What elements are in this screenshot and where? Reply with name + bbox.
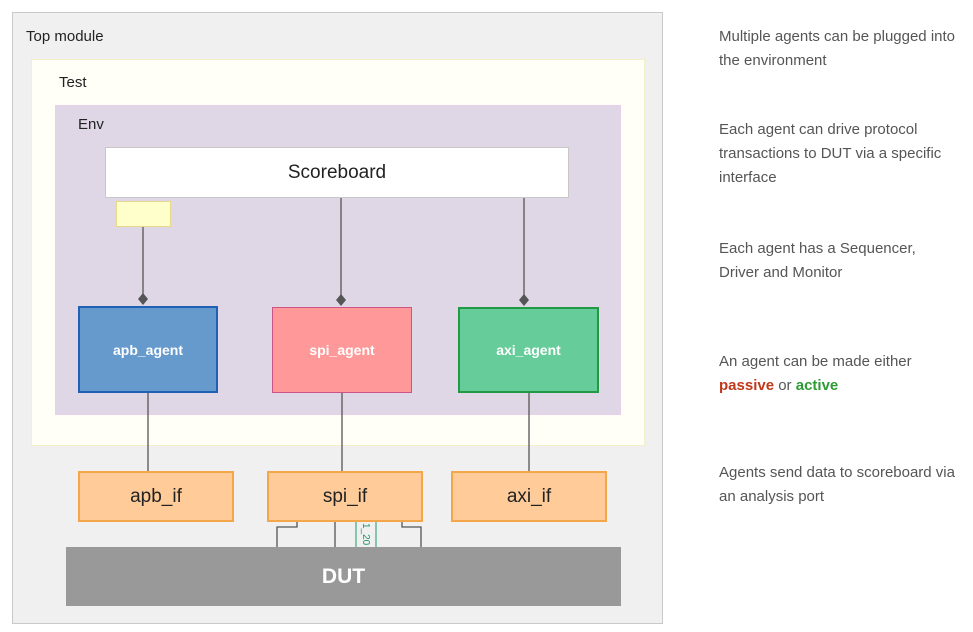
analysis-port [116, 201, 171, 227]
apb-interface-box: apb_if [78, 471, 234, 522]
apb-agent-box: apb_agent [78, 306, 218, 393]
spi-interface-box: spi_if [267, 471, 423, 522]
active-keyword: active [795, 377, 839, 394]
apb-composition-diamond [138, 293, 148, 305]
env-label: Env [78, 116, 104, 133]
wire-tag-label: 1_20 [360, 523, 371, 546]
spi-dut-wire-3 [401, 522, 422, 547]
note-multiple-agents: Multiple agents can be plugged into the … [719, 28, 956, 69]
axi-interface-box: axi_if [451, 471, 607, 522]
note-passive-active-prefix: An agent can be made either [719, 353, 912, 370]
note-passive-active: An agent can be made either passive or a… [719, 350, 959, 398]
or-word: or [778, 377, 792, 394]
note-agent-components: Each agent has a Sequencer, Driver and M… [719, 240, 916, 281]
passive-keyword: passive [719, 377, 775, 394]
spi-agent-box: spi_agent [272, 307, 412, 393]
scoreboard-box: Scoreboard [105, 147, 569, 198]
top-module-label: Top module [26, 28, 104, 45]
dut-box: DUT [66, 547, 621, 606]
spi-composition-diamond [336, 294, 346, 306]
test-label: Test [59, 74, 87, 91]
axi-composition-diamond [519, 294, 529, 306]
axi-agent-box: axi_agent [458, 307, 599, 393]
spi-dut-wire-1 [276, 522, 298, 547]
note-analysis-port: Agents send data to scoreboard via an an… [719, 464, 955, 505]
note-drive-transactions: Each agent can drive protocol transactio… [719, 121, 942, 186]
